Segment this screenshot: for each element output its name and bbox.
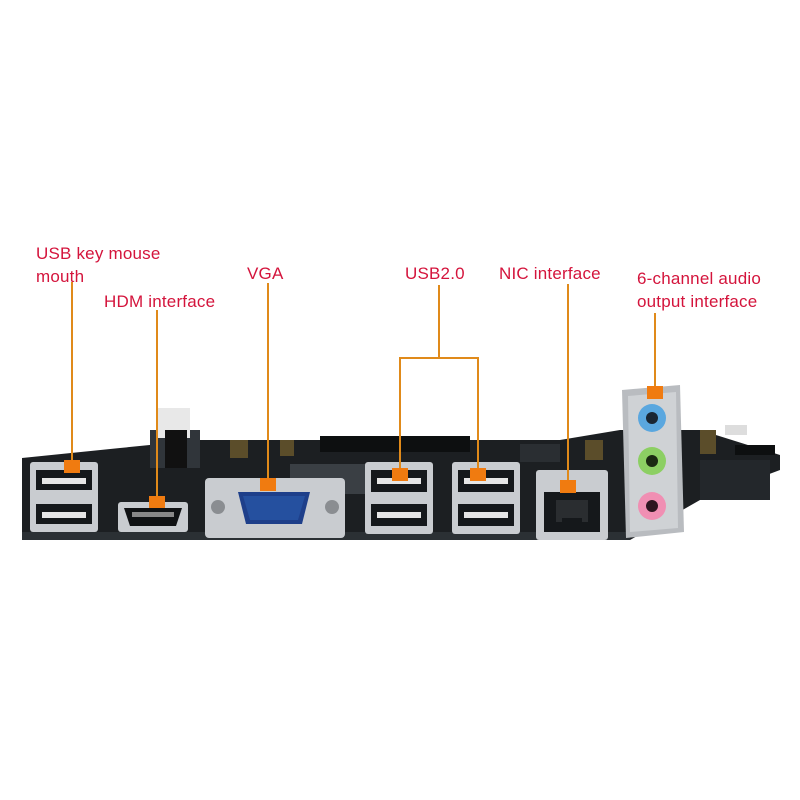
hdmi-port-icon [118, 502, 188, 532]
marker-vga [260, 478, 276, 491]
nic-label: NIC interface [499, 264, 601, 283]
marker-hdm [149, 496, 165, 508]
usb2-label: USB2.0 [405, 264, 465, 283]
audio-jack-icon [638, 492, 666, 520]
audio-label: 6-channel audio output interface [637, 267, 761, 313]
vga-port-icon [205, 478, 345, 538]
usb-key-mouse-label-line1: USB key mouse [36, 244, 161, 263]
board-components [150, 408, 775, 500]
usb-port-icon [452, 462, 520, 534]
hdm-label: HDM interface [104, 292, 216, 311]
usb-key-mouse-label-line2: mouth [36, 267, 85, 286]
marker-audio [647, 386, 663, 399]
usb-port-icon [30, 462, 98, 532]
audio-jack-icon [638, 447, 666, 475]
usb-key-mouse-label: USB key mouse mouth [36, 242, 160, 288]
ethernet-port-icon [536, 470, 608, 540]
audio-label-line1: 6-channel audio [637, 269, 761, 288]
audio-jack-icon [638, 404, 666, 432]
marker-usb-key-mouse [64, 460, 80, 473]
marker-usb2-left [392, 468, 408, 481]
vga-label: VGA [247, 264, 284, 283]
marker-usb2-right [470, 468, 486, 481]
callout-lines [71, 282, 656, 496]
marker-nic [560, 480, 576, 493]
callout-markers [64, 386, 663, 508]
audio-label-line2: output interface [637, 292, 758, 311]
